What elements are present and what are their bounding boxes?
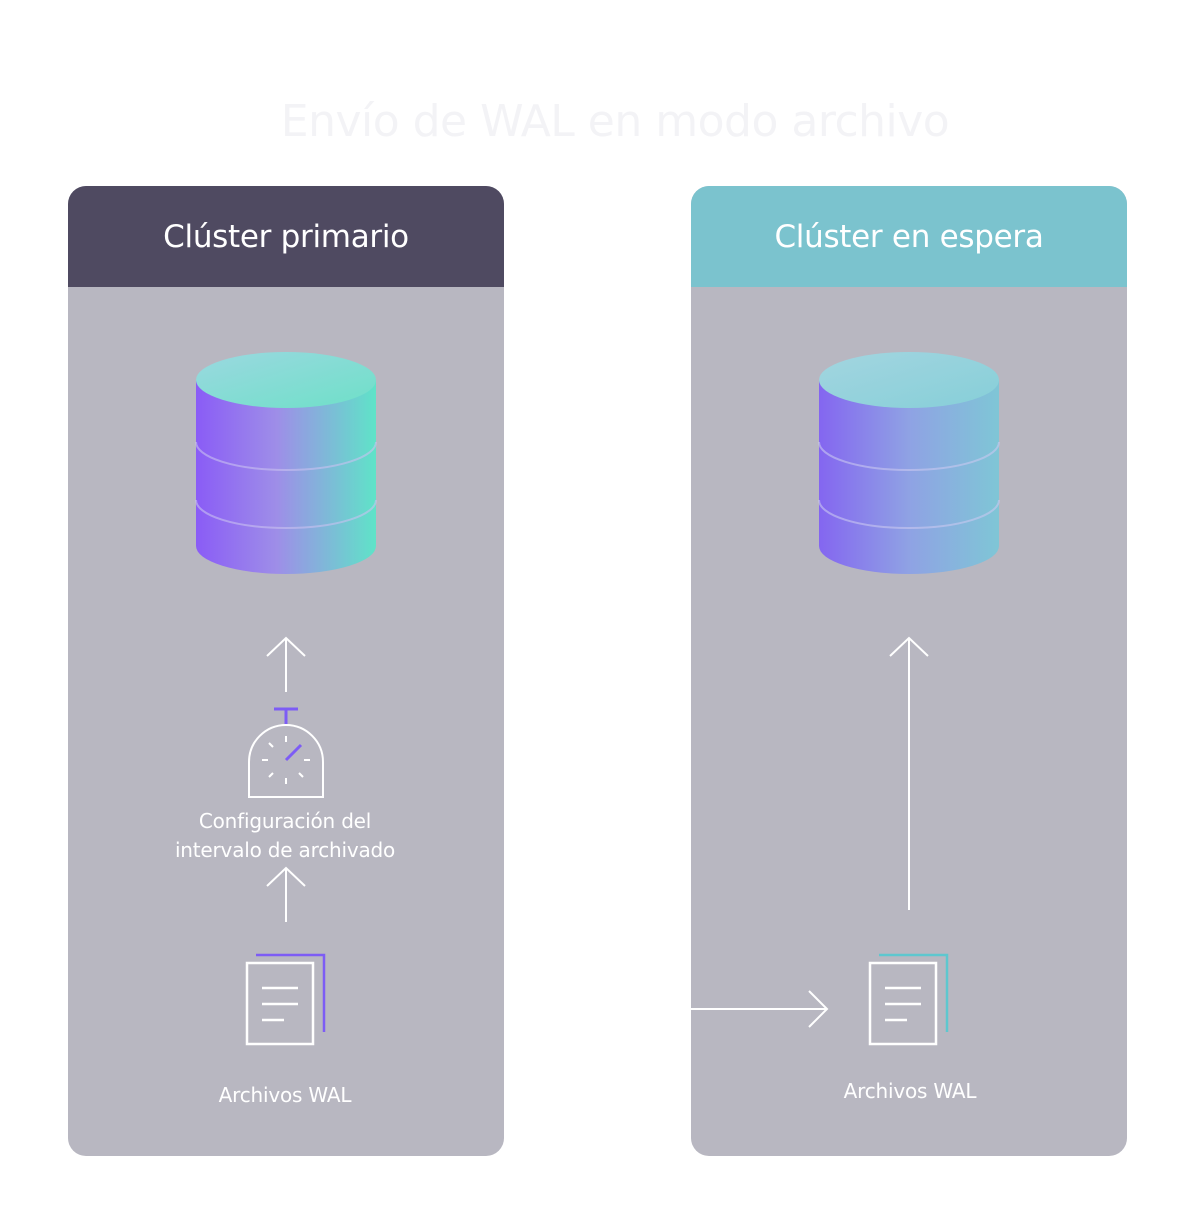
interval-config-line1: Configuración del — [198, 809, 372, 833]
primary-cluster-header: Clúster primario — [68, 186, 504, 287]
diagram-title: Envío de WAL en modo archivo — [280, 96, 950, 147]
interval-config-label: Configuración del intervalo de archivado — [160, 807, 410, 865]
primary-cluster-panel: Clúster primario — [68, 186, 504, 1156]
standby-database-icon — [813, 350, 1005, 582]
primary-wal-label: Archivos WAL — [218, 1083, 352, 1107]
interval-config-line2: intervalo de archivado — [174, 838, 396, 862]
wal-file-icon — [244, 952, 330, 1048]
arrow-up-icon — [887, 634, 931, 914]
standby-cluster-header: Clúster en espera — [691, 186, 1127, 287]
stopwatch-icon — [244, 706, 328, 800]
standby-wal-label: Archivos WAL — [843, 1079, 977, 1103]
primary-database-icon — [190, 350, 382, 582]
wal-file-icon — [867, 952, 953, 1048]
wal-transfer-line — [376, 992, 526, 1026]
standby-cluster-panel: Clúster en espera — [691, 186, 1127, 1156]
arrow-right-icon — [691, 990, 833, 1030]
arrow-up-icon — [264, 864, 308, 924]
arrow-up-icon — [264, 634, 308, 694]
